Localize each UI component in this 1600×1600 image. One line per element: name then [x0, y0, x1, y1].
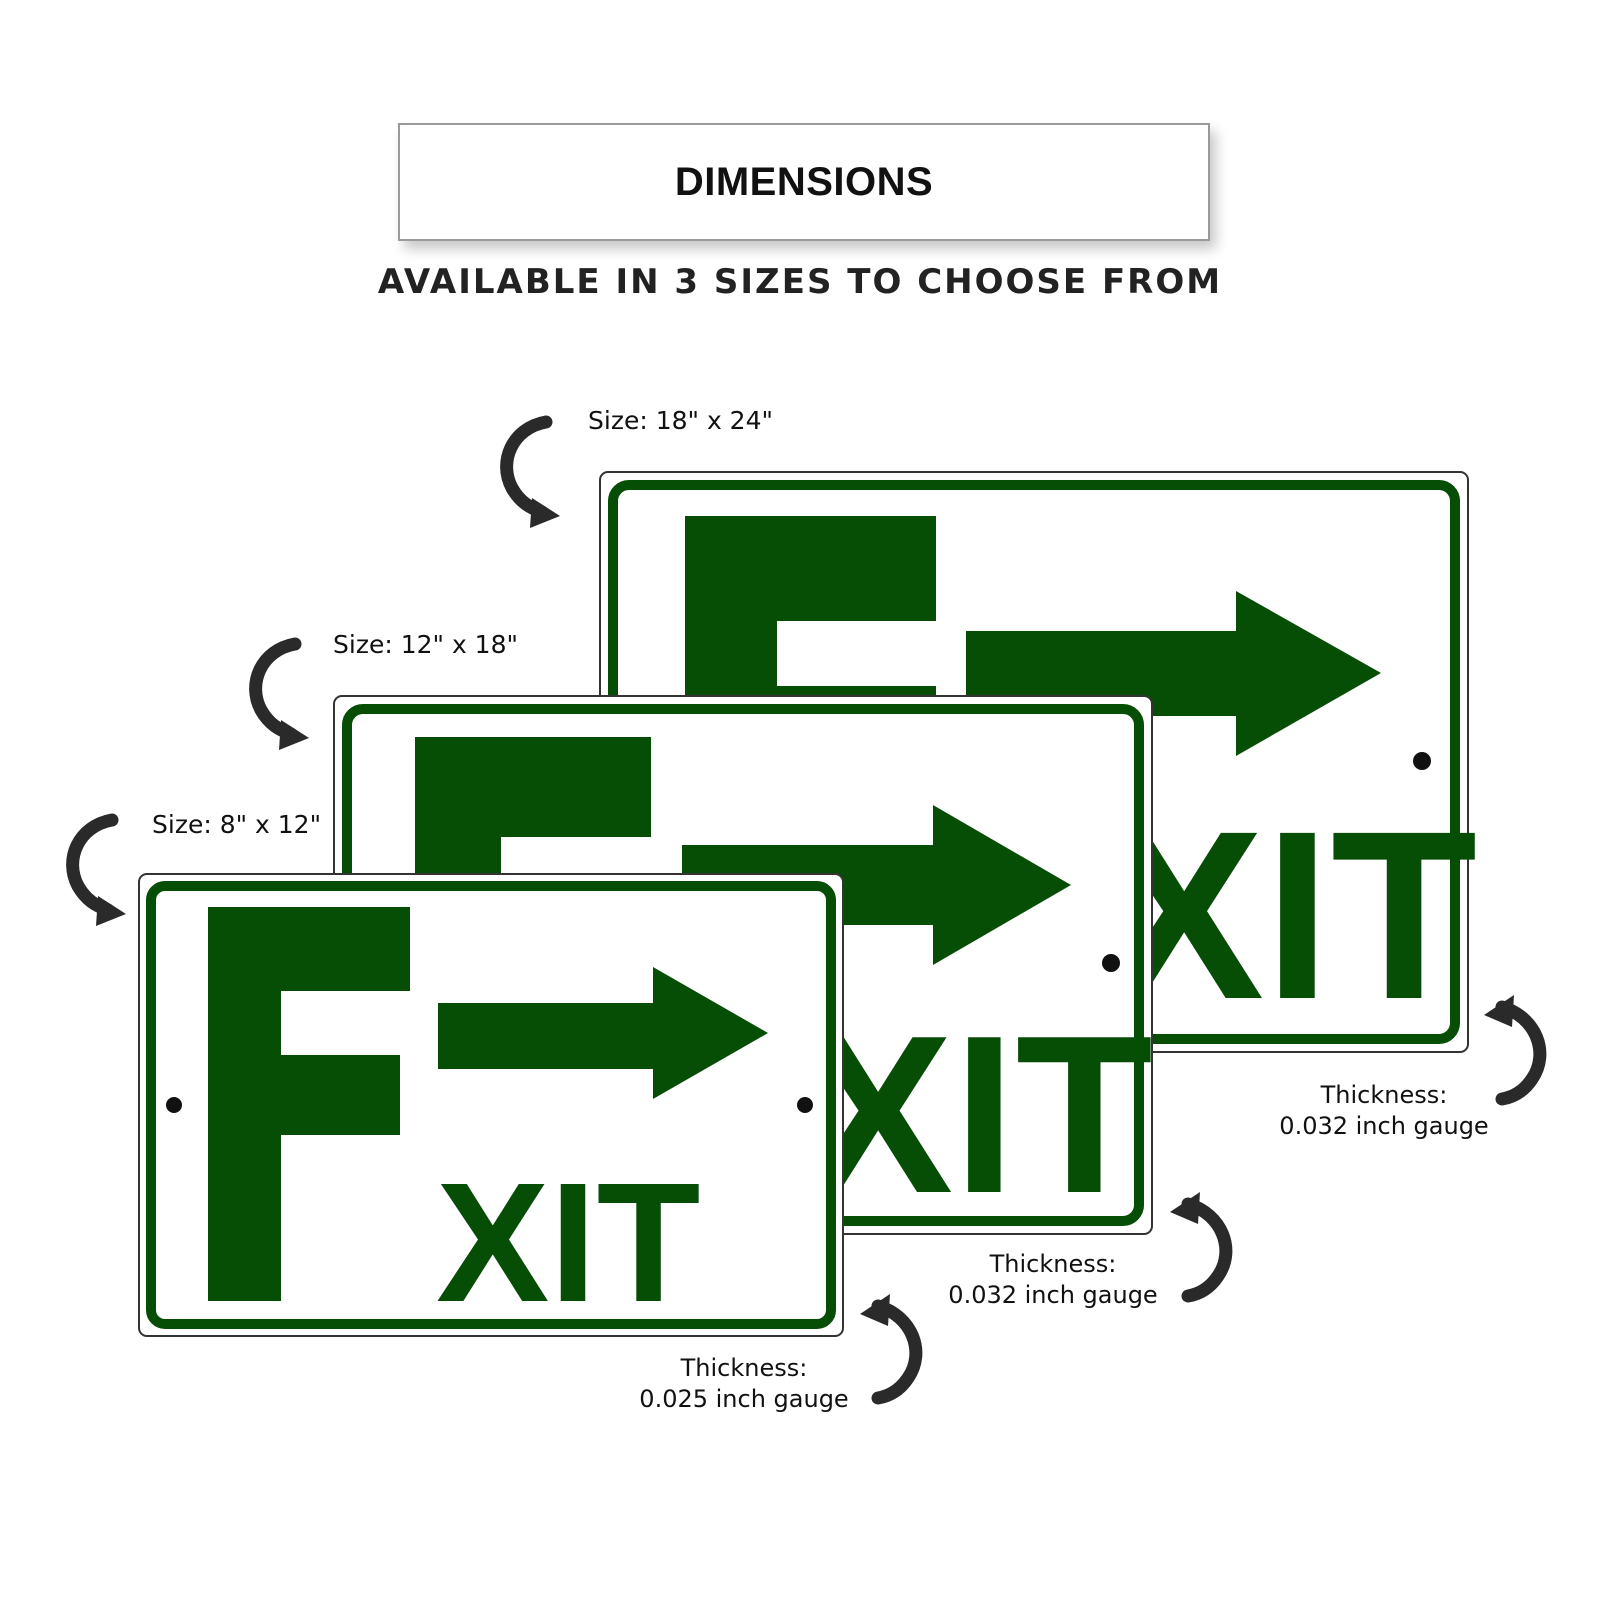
mounting-hole [797, 1097, 813, 1113]
thickness-title: Thickness: [680, 1354, 808, 1382]
sign-text-xit: XIT [1104, 781, 1477, 1049]
size-label-large: Size: 18" x 24" [588, 406, 773, 435]
curved-arrow-icon [500, 415, 560, 528]
size-label-medium: Size: 12" x 18" [333, 630, 518, 659]
page-subtitle: AVAILABLE IN 3 SIZES TO CHOOSE FROM [377, 262, 1223, 302]
thickness-label-small: Thickness: 0.025 inch gauge [624, 1353, 864, 1415]
thickness-label-medium: Thickness: 0.032 inch gauge [933, 1249, 1173, 1311]
exit-letters [208, 907, 414, 1301]
curved-arrow-icon [1170, 1192, 1233, 1303]
gauge-value: 0.032 inch gauge [1279, 1112, 1489, 1140]
thickness-title: Thickness: [1320, 1081, 1448, 1109]
mounting-hole [1413, 752, 1431, 770]
curved-arrow-icon [249, 637, 309, 750]
curved-arrow-icon [860, 1294, 923, 1405]
page-title: DIMENSIONS [674, 159, 934, 204]
title-box: DIMENSIONS [398, 123, 1210, 241]
curved-arrow-icon [1484, 995, 1547, 1106]
thickness-label-large: Thickness: 0.032 inch gauge [1264, 1080, 1504, 1142]
mounting-hole [1102, 954, 1120, 972]
gauge-value: 0.032 inch gauge [948, 1281, 1158, 1309]
mounting-hole [166, 1097, 182, 1113]
curved-arrow-icon [66, 813, 126, 926]
exit-sign-small: XIT [138, 873, 844, 1338]
arrow-right-icon [438, 967, 768, 1099]
thickness-title: Thickness: [989, 1250, 1117, 1278]
sign-text-xit: XIT [436, 1148, 700, 1338]
size-label-small: Size: 8" x 12" [152, 810, 322, 839]
sign-text-xit: XIT [803, 988, 1153, 1240]
gauge-value: 0.025 inch gauge [639, 1385, 849, 1413]
